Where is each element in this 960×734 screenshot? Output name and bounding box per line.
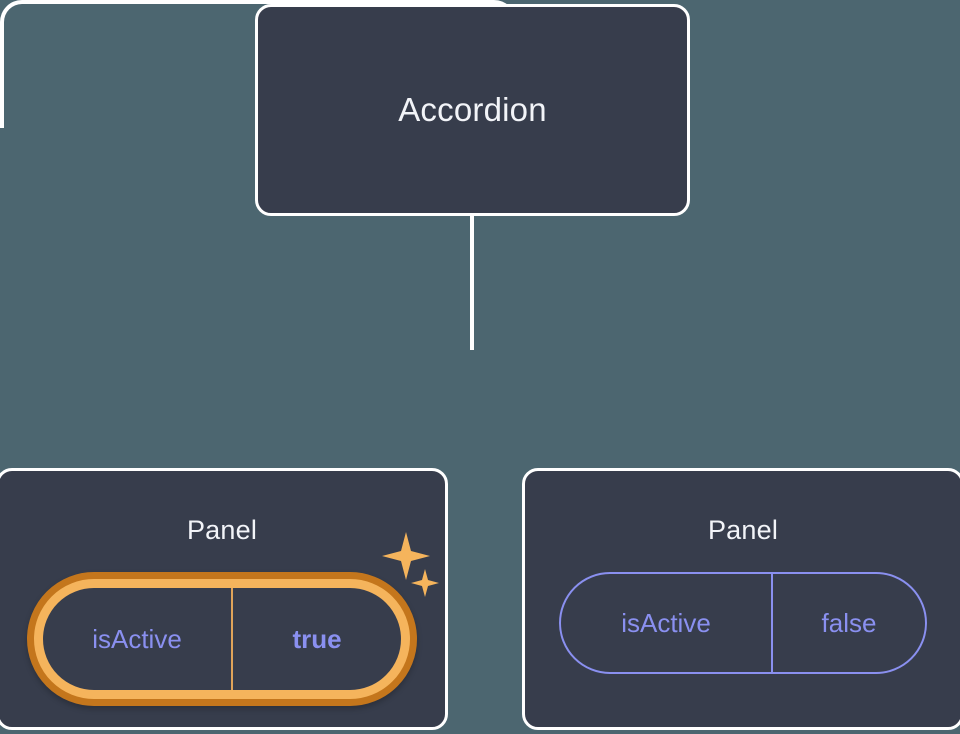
node-title: Panel	[707, 515, 779, 545]
node-title: Accordion	[398, 91, 547, 128]
prop-pill-isactive-true[interactable]: isActive true	[38, 583, 406, 695]
prop-pill-wrapper: isActive true	[27, 572, 417, 706]
prop-pill-isactive-false[interactable]: isActive false	[559, 572, 927, 674]
prop-key: isActive	[43, 588, 233, 690]
node-panel-inactive[interactable]: Panel isActive false	[522, 468, 960, 730]
prop-value: false	[821, 607, 877, 638]
node-title: Panel	[186, 515, 258, 545]
prop-pill-wrapper: isActive false	[559, 572, 927, 674]
edge-root-to-bus	[470, 213, 474, 350]
prop-value: true	[292, 623, 342, 654]
prop-highlight-ring: isActive true	[27, 572, 417, 706]
node-panel-active[interactable]: Panel isActive true	[0, 468, 448, 730]
prop-key: isActive	[561, 574, 773, 672]
node-accordion[interactable]: Accordion	[255, 4, 690, 216]
